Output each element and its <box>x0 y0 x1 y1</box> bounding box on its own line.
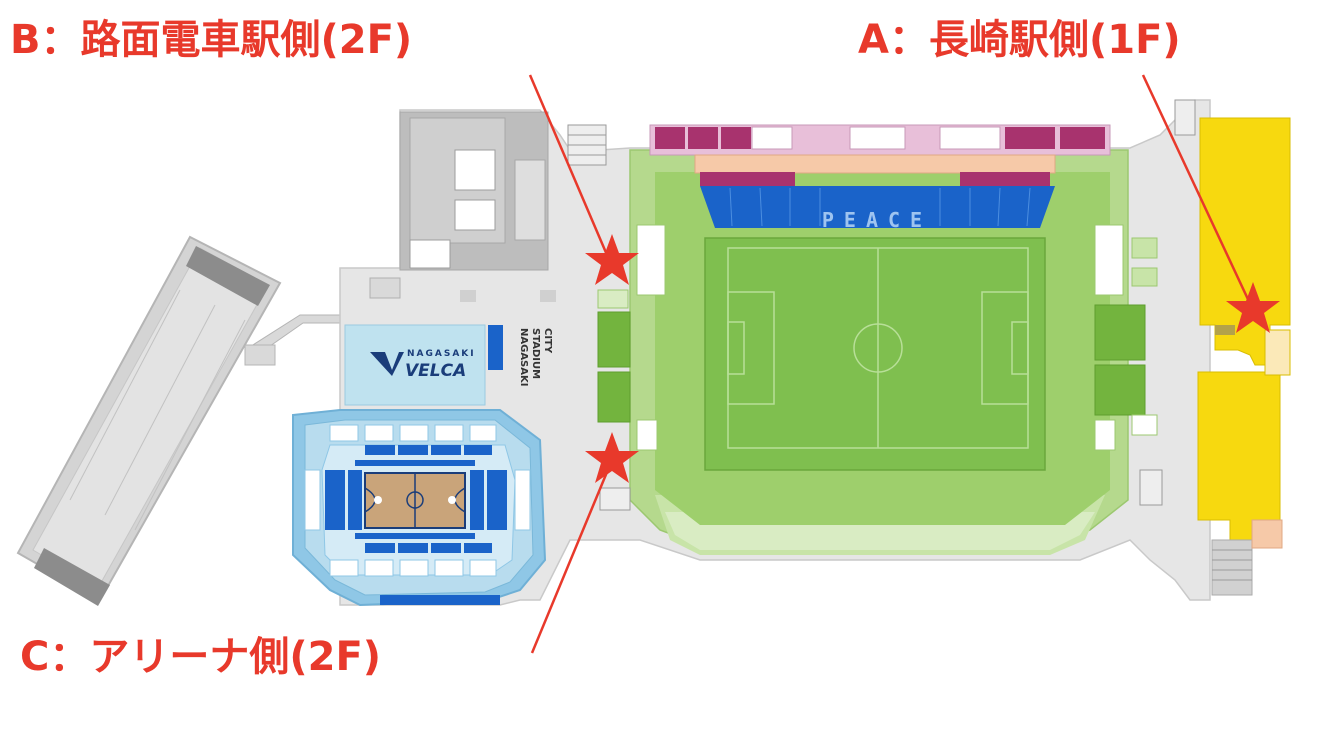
yellow-building <box>1197 117 1291 596</box>
callout-lines <box>528 74 1255 654</box>
city-vertical-text: NAGASAKI STADIUM CITY <box>518 328 553 386</box>
velca-logo-icon <box>370 352 404 376</box>
velca-logo-top: NAGASAKI <box>407 349 476 359</box>
city-line-1: NAGASAKI <box>518 328 529 386</box>
parking-garage <box>16 235 341 606</box>
star-marker-icon[interactable] <box>585 234 639 285</box>
velca-logo-bottom: VELCA <box>405 361 466 381</box>
office-building <box>369 111 556 302</box>
arena <box>292 324 547 607</box>
stairs <box>567 99 1196 511</box>
star-marker-icon[interactable] <box>1226 282 1280 333</box>
stand-lettering: PEACE <box>822 208 932 232</box>
star-marker-icon[interactable] <box>585 432 639 483</box>
callout-label-c: C：アリーナ側(2F) <box>20 634 382 680</box>
callout-label-b: B：路面電車駅側(2F) <box>10 17 413 63</box>
callout-label-a: A：長崎駅側(1F) <box>858 17 1181 63</box>
city-line-3: CITY <box>542 328 553 354</box>
stadium <box>597 124 1158 555</box>
city-line-2: STADIUM <box>530 328 541 379</box>
